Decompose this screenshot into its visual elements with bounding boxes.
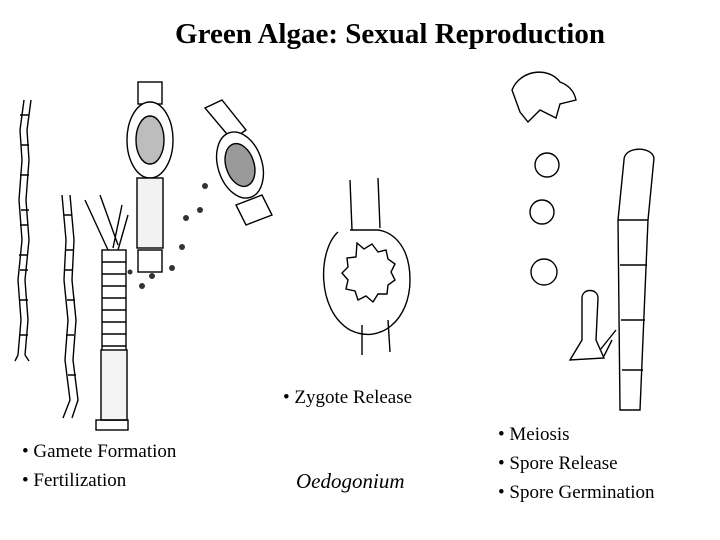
diagonal-oogonium-drawing (203, 99, 273, 226)
gamete-filament-drawing (84, 194, 129, 431)
zygote-release-drawing (322, 177, 411, 355)
label-zygote-release: • Zygote Release (283, 387, 413, 408)
oogonium-filament-drawing (126, 81, 174, 273)
germinating-spore-drawing (568, 289, 606, 361)
slide-title: Green Algae: Sexual Reproduction (175, 18, 605, 50)
label-fertilization: • Fertilization (22, 470, 127, 491)
organism-name: Oedogonium (296, 469, 405, 493)
spore-release-drawing (511, 71, 577, 286)
label-meiosis: • Meiosis (498, 424, 570, 445)
germinated-filament-drawing (599, 148, 655, 411)
left-labels: • Gamete Formation • Fertilization (22, 437, 176, 495)
gamete-dots (127, 183, 208, 289)
zigzag-filament-drawing (61, 194, 79, 419)
thin-filament-drawing (14, 99, 32, 362)
right-labels: • Meiosis • Spore Release • Spore Germin… (498, 420, 655, 507)
label-spore-release: • Spore Release (498, 453, 618, 474)
label-spore-germination: • Spore Germination (498, 482, 655, 503)
label-gamete-formation: • Gamete Formation (22, 441, 177, 462)
